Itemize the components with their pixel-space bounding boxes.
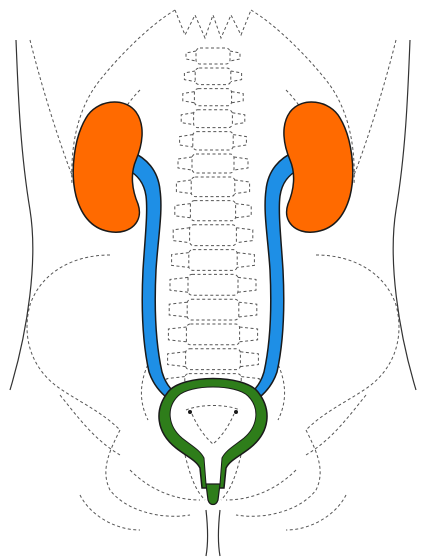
transverse-process	[232, 92, 244, 103]
transverse-process	[235, 180, 250, 194]
vertebra	[190, 225, 237, 246]
transverse-process	[181, 113, 193, 125]
right-ureter	[244, 152, 298, 404]
transverse-process	[172, 253, 189, 268]
vertebra	[187, 299, 239, 320]
transverse-process	[236, 228, 252, 243]
vertebra	[194, 110, 233, 128]
transverse-process	[238, 277, 256, 292]
vertebra	[196, 48, 230, 64]
transverse-process	[236, 204, 252, 218]
left-ureter	[128, 152, 182, 404]
transverse-process	[237, 253, 254, 268]
transverse-process	[178, 157, 192, 170]
transverse-process	[168, 327, 186, 342]
transverse-process	[239, 302, 257, 317]
transverse-process	[175, 204, 191, 218]
vertebra	[190, 201, 235, 221]
vertebra	[186, 324, 239, 345]
transverse-process	[173, 228, 189, 243]
vertebra	[188, 274, 238, 295]
transverse-process	[170, 277, 188, 292]
transverse-process	[168, 352, 186, 367]
transverse-process	[234, 157, 248, 170]
vertebra	[195, 68, 231, 85]
transverse-process	[233, 135, 246, 147]
urethra	[206, 484, 220, 505]
vertebra	[194, 89, 231, 106]
transverse-process	[176, 180, 191, 194]
vertebra	[189, 250, 237, 271]
bladder	[159, 379, 267, 489]
left-kidney	[73, 102, 142, 232]
transverse-process	[240, 352, 258, 367]
transverse-process	[186, 51, 196, 61]
vertebra	[191, 177, 235, 197]
transverse-process	[232, 113, 244, 125]
transverse-process	[169, 302, 187, 317]
transverse-process	[231, 71, 242, 82]
vertebra	[192, 154, 234, 173]
transverse-process	[230, 51, 240, 61]
vertebral-column	[167, 48, 259, 394]
vertebra	[186, 349, 241, 370]
right-kidney	[284, 102, 353, 232]
transverse-process	[180, 135, 193, 147]
transverse-process	[184, 71, 195, 82]
transverse-process	[183, 92, 195, 103]
transverse-process	[240, 327, 258, 342]
vertebra	[193, 132, 233, 150]
